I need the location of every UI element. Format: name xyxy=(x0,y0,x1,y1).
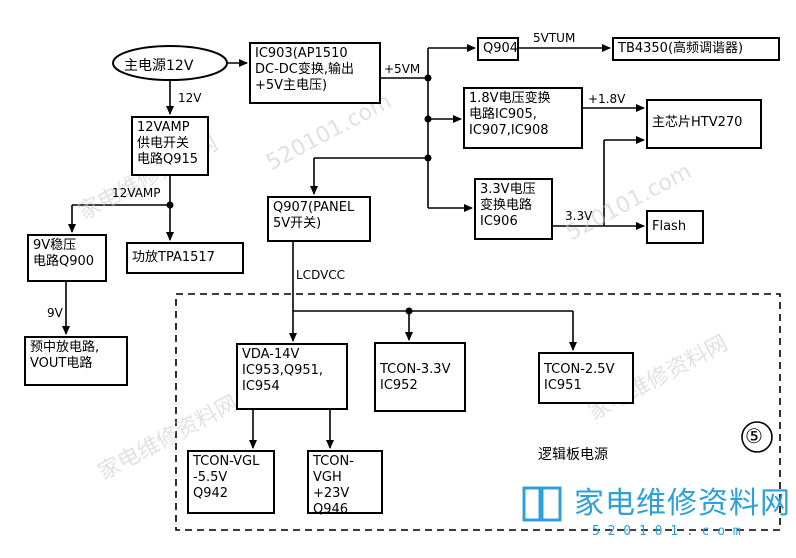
chip-box: 主芯片HTV270 xyxy=(646,99,762,149)
logic-board-region xyxy=(175,293,781,531)
tcon25-box: TCON-2.5V IC951 xyxy=(538,352,634,404)
v18-box: 1.8V电压变换 电路IC905, IC907,IC908 xyxy=(463,87,583,149)
logo-url: 5 2 0 1 0 1 . c o m xyxy=(592,524,741,539)
logo-text: 家电维修资料网 xyxy=(574,486,791,521)
label-12v: 12V xyxy=(178,91,202,105)
junction-dot xyxy=(166,201,174,209)
site-logo: 家电维修资料网 5 2 0 1 0 1 . c o m xyxy=(520,476,790,548)
q907-box: Q907(PANEL 5V开关) xyxy=(267,196,371,242)
q900-box: 9V稳压 电路Q900 xyxy=(27,234,107,282)
vout-box: 预中放电路, VOUT电路 xyxy=(24,336,128,386)
vgh-box: TCON-VGH +23V Q946 xyxy=(307,450,383,517)
label-9v: 9V xyxy=(47,306,63,320)
junction-dot xyxy=(424,154,432,162)
q915-box: 12VAMP 供电开关 电路Q915 xyxy=(131,116,209,176)
ic903-box: IC903(AP1510 DC-DC变换,输出 +5V主电压) xyxy=(249,42,381,104)
label-5vtum: 5VTUM xyxy=(533,31,576,45)
tb4350-box: TB4350(高频调谐器) xyxy=(612,37,780,61)
junction-dot xyxy=(424,74,432,82)
tcon33-box: TCON-3.3V IC952 xyxy=(374,342,466,412)
figure-number-circle xyxy=(741,421,773,453)
vda-box: VDA-14V IC953,Q951, IC954 xyxy=(236,343,348,410)
label-logic-board: 逻辑板电源 xyxy=(538,447,608,463)
label-12vamp: 12VAMP xyxy=(112,186,161,200)
v33-box: 3.3V电压 变换电路 IC906 xyxy=(474,178,553,240)
label-1v8: +1.8V xyxy=(588,92,626,106)
flash-box: Flash xyxy=(646,210,704,244)
vgl-box: TCON-VGL -5.5V Q942 xyxy=(187,450,275,514)
tpa-box: 功放TPA1517 xyxy=(126,242,244,274)
logo-icon xyxy=(522,486,562,522)
label-3v3: 3.3V xyxy=(565,209,593,223)
label-lcdvcc: LCDVCC xyxy=(296,268,346,282)
figure-number: ⑤ xyxy=(745,424,763,448)
q904-box: Q904 xyxy=(477,37,519,61)
main-power-label: 主电源12V xyxy=(124,58,194,74)
junction-dot xyxy=(424,115,432,123)
junction-dot xyxy=(405,307,413,315)
label-5vm: +5VM xyxy=(384,62,421,76)
